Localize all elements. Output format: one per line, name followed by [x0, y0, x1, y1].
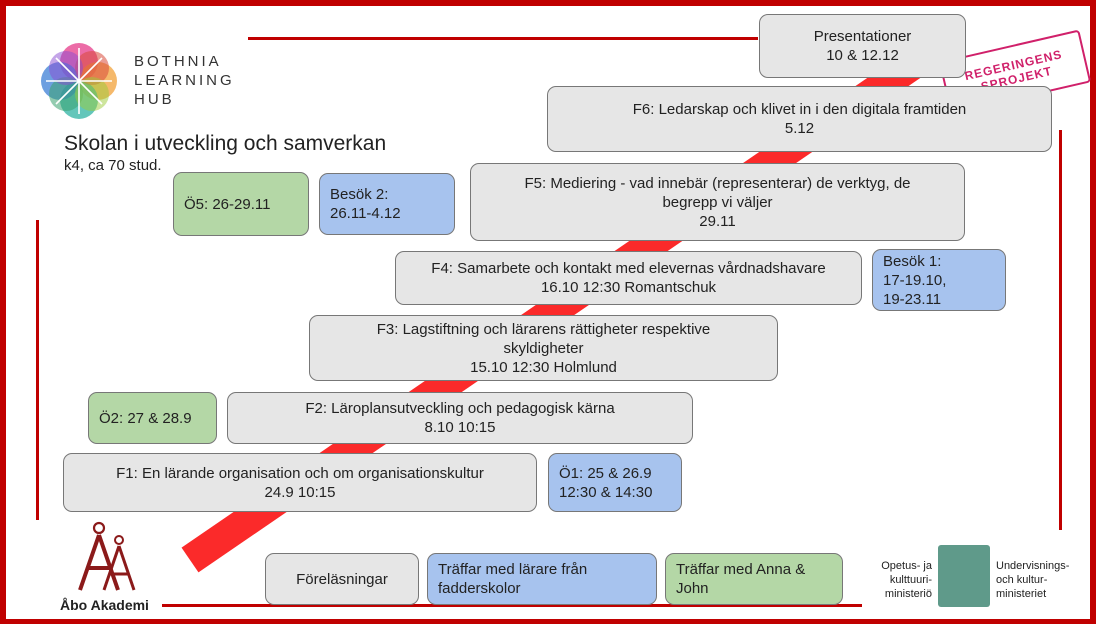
- ministry-line: Undervisnings-: [996, 560, 1070, 572]
- exercise-o2: Ö2: 27 & 28.9: [88, 392, 217, 444]
- frame-bottom-border: [0, 619, 1096, 624]
- legend-text: Föreläsningar: [296, 570, 388, 588]
- session-date: 16.10 12:30 Romantschuk: [540, 279, 717, 296]
- abo-akademi-logo-icon: [78, 521, 136, 591]
- ministry-finnish: Opetus- ja kulttuuri- ministeriö: [866, 559, 932, 601]
- session-f5: F5: Mediering - vad innebär (representer…: [470, 163, 965, 241]
- visit-besok-2: Besök 2: 26.11-4.12: [319, 173, 455, 235]
- session-date: 29.11: [699, 212, 736, 230]
- visit-date: 12:30 & 14:30: [559, 483, 653, 501]
- session-text: F6: Ledarskap och klivet in i den digita…: [632, 101, 967, 118]
- session-date: 10 & 12.12: [826, 47, 899, 64]
- legend-text: fadderskolor: [438, 580, 521, 597]
- visit-text: Besök 2:: [330, 186, 389, 203]
- session-presentationer: Presentationer 10 & 12.12: [759, 14, 966, 78]
- abo-akademi-label: Åbo Akademi: [60, 597, 149, 613]
- session-text: F4: Samarbete och kontakt med elevernas …: [431, 260, 826, 277]
- logo-text: BOTHNIA LEARNING HUB: [134, 52, 235, 109]
- session-f2: F2: Läroplansutveckling och pedagogisk k…: [227, 392, 693, 444]
- exercise-o5: Ö5: 26-29.11: [173, 172, 309, 236]
- session-date: 24.9 10:15: [264, 483, 336, 501]
- session-text: skyldigheter: [503, 339, 584, 357]
- session-f4: F4: Samarbete och kontakt med elevernas …: [395, 251, 862, 305]
- legend-text: John: [676, 580, 709, 597]
- session-text: begrepp vi väljer: [662, 193, 773, 211]
- bothnia-flower-logo-icon: [41, 43, 117, 119]
- visit-text: Besök 1:: [883, 252, 942, 270]
- session-text: Presentationer: [813, 28, 912, 45]
- visit-besok-1: Besök 1: 17-19.10, 19-23.11: [872, 249, 1006, 311]
- page-subtitle: k4, ca 70 stud.: [64, 157, 162, 174]
- session-text: F2: Läroplansutveckling och pedagogisk k…: [305, 400, 615, 417]
- logo-line: LEARNING: [134, 72, 235, 89]
- session-f3: F3: Lagstiftning och lärarens rättighete…: [309, 315, 778, 381]
- frame-top-border: [0, 0, 1096, 6]
- top-decor-line: [248, 37, 758, 40]
- visit-date: 19-23.11: [883, 290, 942, 308]
- frame-right-border: [1090, 0, 1096, 624]
- ministry-line: ministeriö: [884, 588, 932, 600]
- ministry-line: och kultur-: [996, 574, 1048, 586]
- visit-text: Ö1: 25 & 26.9: [559, 464, 652, 482]
- page-title: Skolan i utveckling och samverkan: [64, 132, 387, 155]
- session-date: 8.10 10:15: [424, 419, 496, 436]
- ministry-swedish: Undervisnings- och kultur- ministeriet: [996, 559, 1069, 601]
- logo-line: BOTHNIA: [134, 53, 222, 70]
- ministry-emblem-icon: [938, 545, 990, 607]
- legend-anna-john: Träffar med Anna & John: [665, 553, 843, 605]
- legend-text: Träffar med Anna &: [676, 561, 806, 578]
- session-f6: F6: Ledarskap och klivet in i den digita…: [547, 86, 1052, 152]
- session-text: F3: Lagstiftning och lärarens rättighete…: [376, 320, 711, 338]
- bottom-decor-line: [162, 604, 862, 607]
- session-text: F1: En lärande organisation och om organ…: [116, 464, 484, 482]
- session-f1: F1: En lärande organisation och om organ…: [63, 453, 537, 512]
- exercise-text: Ö2: 27 & 28.9: [99, 409, 192, 427]
- session-date: 15.10 12:30 Holmlund: [470, 358, 617, 376]
- session-date: 5.12: [784, 120, 815, 137]
- exercise-text: Ö5: 26-29.11: [184, 195, 271, 213]
- logo-line: HUB: [134, 91, 175, 108]
- legend-text: Träffar med lärare från: [438, 561, 588, 578]
- ministry-line: kulttuuri-: [889, 574, 932, 586]
- exercise-o1: Ö1: 25 & 26.9 12:30 & 14:30: [548, 453, 682, 512]
- right-decor-line: [1059, 130, 1062, 530]
- ministry-line: ministeriet: [996, 588, 1047, 600]
- ministry-line: Opetus- ja: [881, 560, 932, 572]
- session-text: F5: Mediering - vad innebär (representer…: [524, 174, 911, 192]
- legend-teacher-meetings: Träffar med lärare från fadderskolor: [427, 553, 657, 605]
- frame-left-border: [0, 0, 6, 624]
- left-decor-line: [36, 220, 39, 520]
- legend-lectures: Föreläsningar: [265, 553, 419, 605]
- visit-date: 17-19.10,: [883, 271, 947, 289]
- visit-date: 26.11-4.12: [330, 205, 401, 222]
